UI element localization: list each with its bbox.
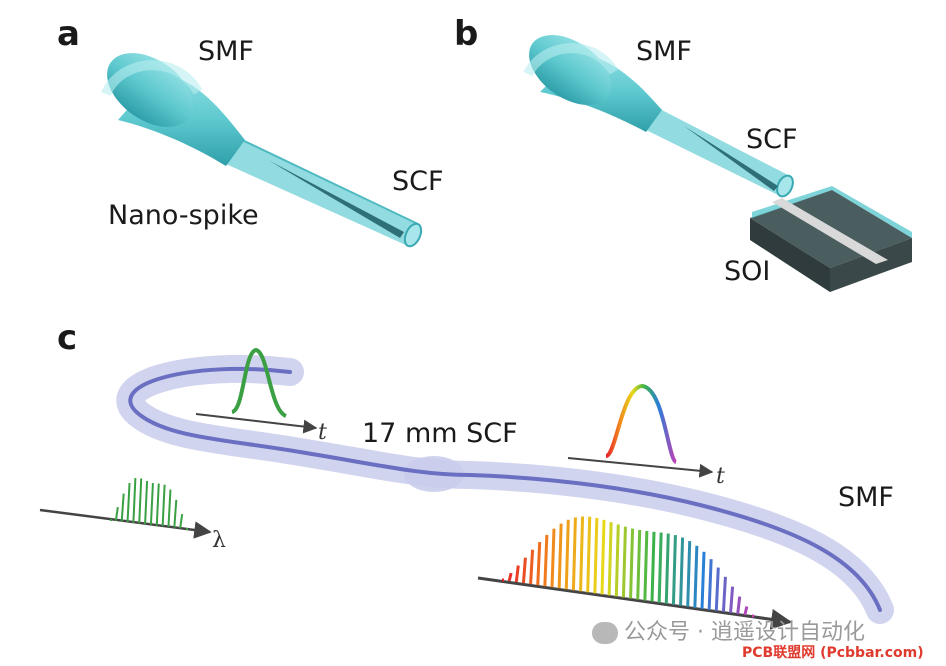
spectral-line — [586, 516, 592, 593]
spectral-line — [564, 519, 570, 590]
spectral-line — [686, 541, 692, 607]
spectral-line — [536, 541, 542, 586]
spectral-line — [629, 528, 635, 599]
panel-label-b: b — [454, 14, 479, 54]
label-c-smf: SMF — [838, 482, 894, 513]
spectral-line — [657, 532, 663, 603]
label-a-scf: SCF — [392, 166, 444, 197]
watermark-source: PCB联盟网 (Pcbbar.com) — [742, 645, 924, 661]
spectral-line — [507, 572, 513, 582]
spectral-line — [621, 526, 627, 598]
spectral-line — [593, 517, 599, 594]
label-b-soi: SOI — [724, 256, 771, 287]
spectral-line — [149, 483, 154, 525]
spectral-line — [643, 530, 649, 601]
watermark-account: 公众号 · 逍遥设计自动化 — [592, 614, 865, 646]
spectral-line — [700, 551, 706, 609]
spectral-line — [126, 482, 131, 523]
spectral-line — [529, 549, 535, 585]
spectral-line — [114, 506, 119, 521]
label-a-smf: SMF — [198, 36, 254, 67]
spectral-line — [614, 524, 620, 597]
spectral-line — [120, 493, 125, 522]
spectral-line — [173, 499, 178, 528]
input-spectrum — [39, 478, 212, 539]
spectral-line — [679, 537, 685, 606]
spectral-line — [161, 484, 166, 527]
spectral-line — [743, 606, 749, 616]
spectral-line — [138, 478, 143, 524]
panel-b-fiber-chip — [523, 35, 912, 292]
spectral-line — [579, 516, 585, 592]
output-spectrum — [477, 516, 793, 630]
spectral-line — [650, 531, 656, 602]
spectral-line — [671, 535, 677, 605]
label-a-nanospike: Nano-spike — [108, 200, 259, 231]
spectral-line — [636, 529, 642, 600]
spectral-line — [144, 481, 149, 525]
spectral-line — [600, 519, 606, 595]
spectral-line — [707, 559, 713, 610]
spectral-line — [521, 557, 527, 584]
spectral-line — [550, 528, 556, 588]
label-b-scf: SCF — [746, 124, 798, 155]
axis-label-t-input: t — [318, 420, 327, 445]
axis-label-t-output: t — [716, 464, 725, 489]
spectral-line — [179, 514, 184, 529]
spectral-line — [664, 533, 670, 604]
label-c-scf-length: 17 mm SCF — [362, 418, 518, 449]
panel-a-fiber — [101, 53, 423, 248]
wechat-icon — [592, 622, 618, 644]
spectral-line — [132, 478, 137, 523]
panel-label-c: c — [57, 318, 78, 358]
output-pulse-time — [567, 383, 714, 478]
spectral-line — [607, 522, 613, 596]
spectral-line — [714, 567, 720, 611]
spectral-line — [514, 565, 520, 583]
spectral-line — [155, 483, 160, 526]
spectral-line — [571, 517, 577, 591]
input-pulse-time — [195, 347, 318, 434]
panel-label-a: a — [57, 14, 80, 54]
spectral-line — [736, 596, 742, 615]
spectral-line — [721, 576, 727, 612]
spectral-line — [693, 545, 699, 608]
label-b-smf: SMF — [636, 36, 692, 67]
spectral-line — [557, 523, 563, 589]
axis-label-lambda: λ — [212, 528, 226, 553]
spectral-line — [167, 489, 172, 527]
spectral-line — [729, 586, 735, 614]
panel-c-waveguide — [116, 354, 894, 624]
spectral-line — [543, 534, 549, 587]
